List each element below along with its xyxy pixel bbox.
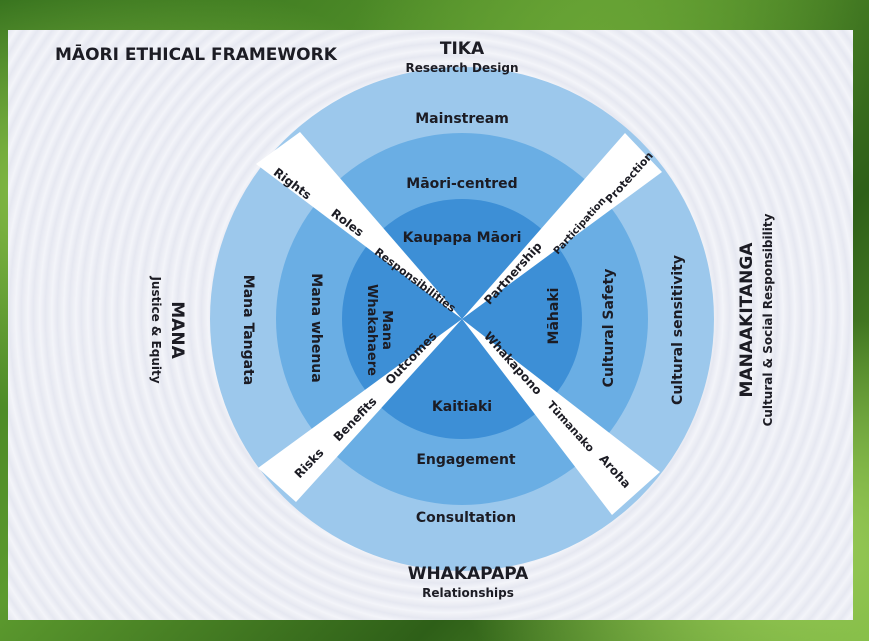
page-title: MĀORI ETHICAL FRAMEWORK <box>55 43 338 65</box>
direction-left-name: MANA <box>167 301 187 359</box>
ring-left-outer: Mana Tangata <box>240 275 256 385</box>
ring-left-inner-1: Mana <box>379 310 394 350</box>
direction-bottom-name: WHAKAPAPA <box>408 564 529 584</box>
ring-top-inner: Kaupapa Māori <box>403 230 522 246</box>
ring-bottom-inner: Kaitiaki <box>432 399 492 415</box>
ring-right-middle: Cultural Safety <box>601 269 617 388</box>
direction-left-sub: Justice & Equity <box>149 275 163 383</box>
direction-bottom-sub: Relationships <box>422 586 514 600</box>
direction-top-name: TIKA <box>440 39 485 59</box>
ring-top-middle: Māori-centred <box>406 176 517 192</box>
ring-bottom-outer: Consultation <box>416 510 516 526</box>
band-upper-left <box>256 132 462 319</box>
ring-top-outer: Mainstream <box>415 111 509 127</box>
direction-right-name: MANAAKITANGA <box>737 242 757 398</box>
ring-right-outer: Cultural sensitivity <box>670 255 686 405</box>
ring-left-inner-2: Whakahaere <box>364 284 379 376</box>
ring-left-middle: Mana whenua <box>308 273 324 382</box>
ring-bottom-middle: Engagement <box>416 452 516 468</box>
direction-right-sub: Cultural & Social Responsibility <box>761 213 775 426</box>
band-lower-left <box>258 319 462 502</box>
ring-right-inner: Māhaki <box>546 288 562 345</box>
diagonal-bands <box>256 132 662 515</box>
band-lower-right <box>462 319 660 515</box>
direction-top-sub: Research Design <box>406 61 519 75</box>
band-upper-right <box>462 133 662 319</box>
